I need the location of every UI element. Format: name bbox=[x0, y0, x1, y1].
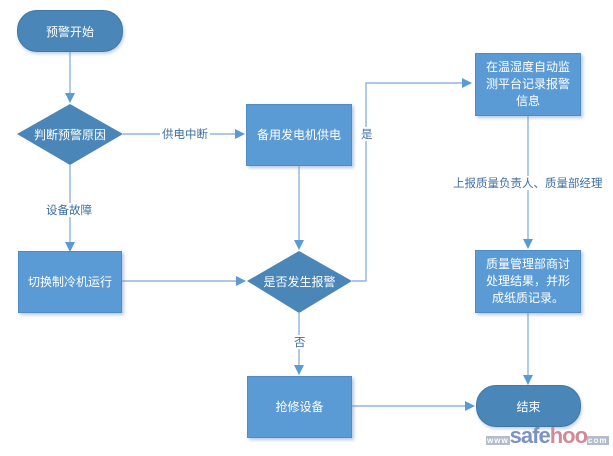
repair-equipment-node: 抢修设备 bbox=[247, 376, 352, 438]
quality-discussion-node: 质量管理部商讨处理结果，并形成纸质记录。 bbox=[475, 250, 581, 313]
watermark-logo: wwwsafehoocom bbox=[486, 423, 609, 449]
edge-label-report: 上报质量负责人、质量部经理 bbox=[451, 176, 605, 190]
start-node: 预警开始 bbox=[17, 10, 123, 52]
quality-discussion-label: 质量管理部商讨处理结果，并形成纸质记录。 bbox=[485, 257, 570, 305]
watermark-www: www bbox=[486, 436, 510, 445]
judge-cause-label: 判断预警原因 bbox=[33, 127, 106, 142]
watermark-safe: safe bbox=[509, 423, 551, 448]
record-alarm-node: 在温湿度自动监测平台记录报警信息 bbox=[475, 53, 581, 116]
decision-judge-cause bbox=[17, 104, 123, 165]
edge-alarm-yes bbox=[352, 78, 472, 282]
watermark-hoo: hoo bbox=[549, 423, 588, 448]
watermark-com: com bbox=[587, 436, 609, 445]
end-node: 结束 bbox=[476, 385, 581, 427]
end-label: 结束 bbox=[516, 399, 541, 414]
start-label: 预警开始 bbox=[45, 24, 94, 39]
switch-chiller-node: 切换制冷机运行 bbox=[18, 251, 122, 313]
repair-equipment-label: 抢修设备 bbox=[275, 399, 324, 414]
edge-label-yes: 是 bbox=[359, 127, 375, 141]
edge-label-power-outage: 供电中断 bbox=[160, 127, 210, 141]
record-alarm-label: 在温湿度自动监测平台记录报警信息 bbox=[485, 60, 570, 108]
backup-generator-label: 备用发电机供电 bbox=[256, 127, 341, 142]
decision-alarm-check bbox=[247, 251, 352, 313]
switch-chiller-label: 切换制冷机运行 bbox=[27, 274, 112, 289]
edge-label-equipment-failure: 设备故障 bbox=[44, 203, 94, 217]
backup-generator-node: 备用发电机供电 bbox=[246, 104, 352, 166]
edge-label-no: 否 bbox=[292, 335, 308, 349]
alarm-check-label: 是否发生报警 bbox=[263, 274, 336, 289]
